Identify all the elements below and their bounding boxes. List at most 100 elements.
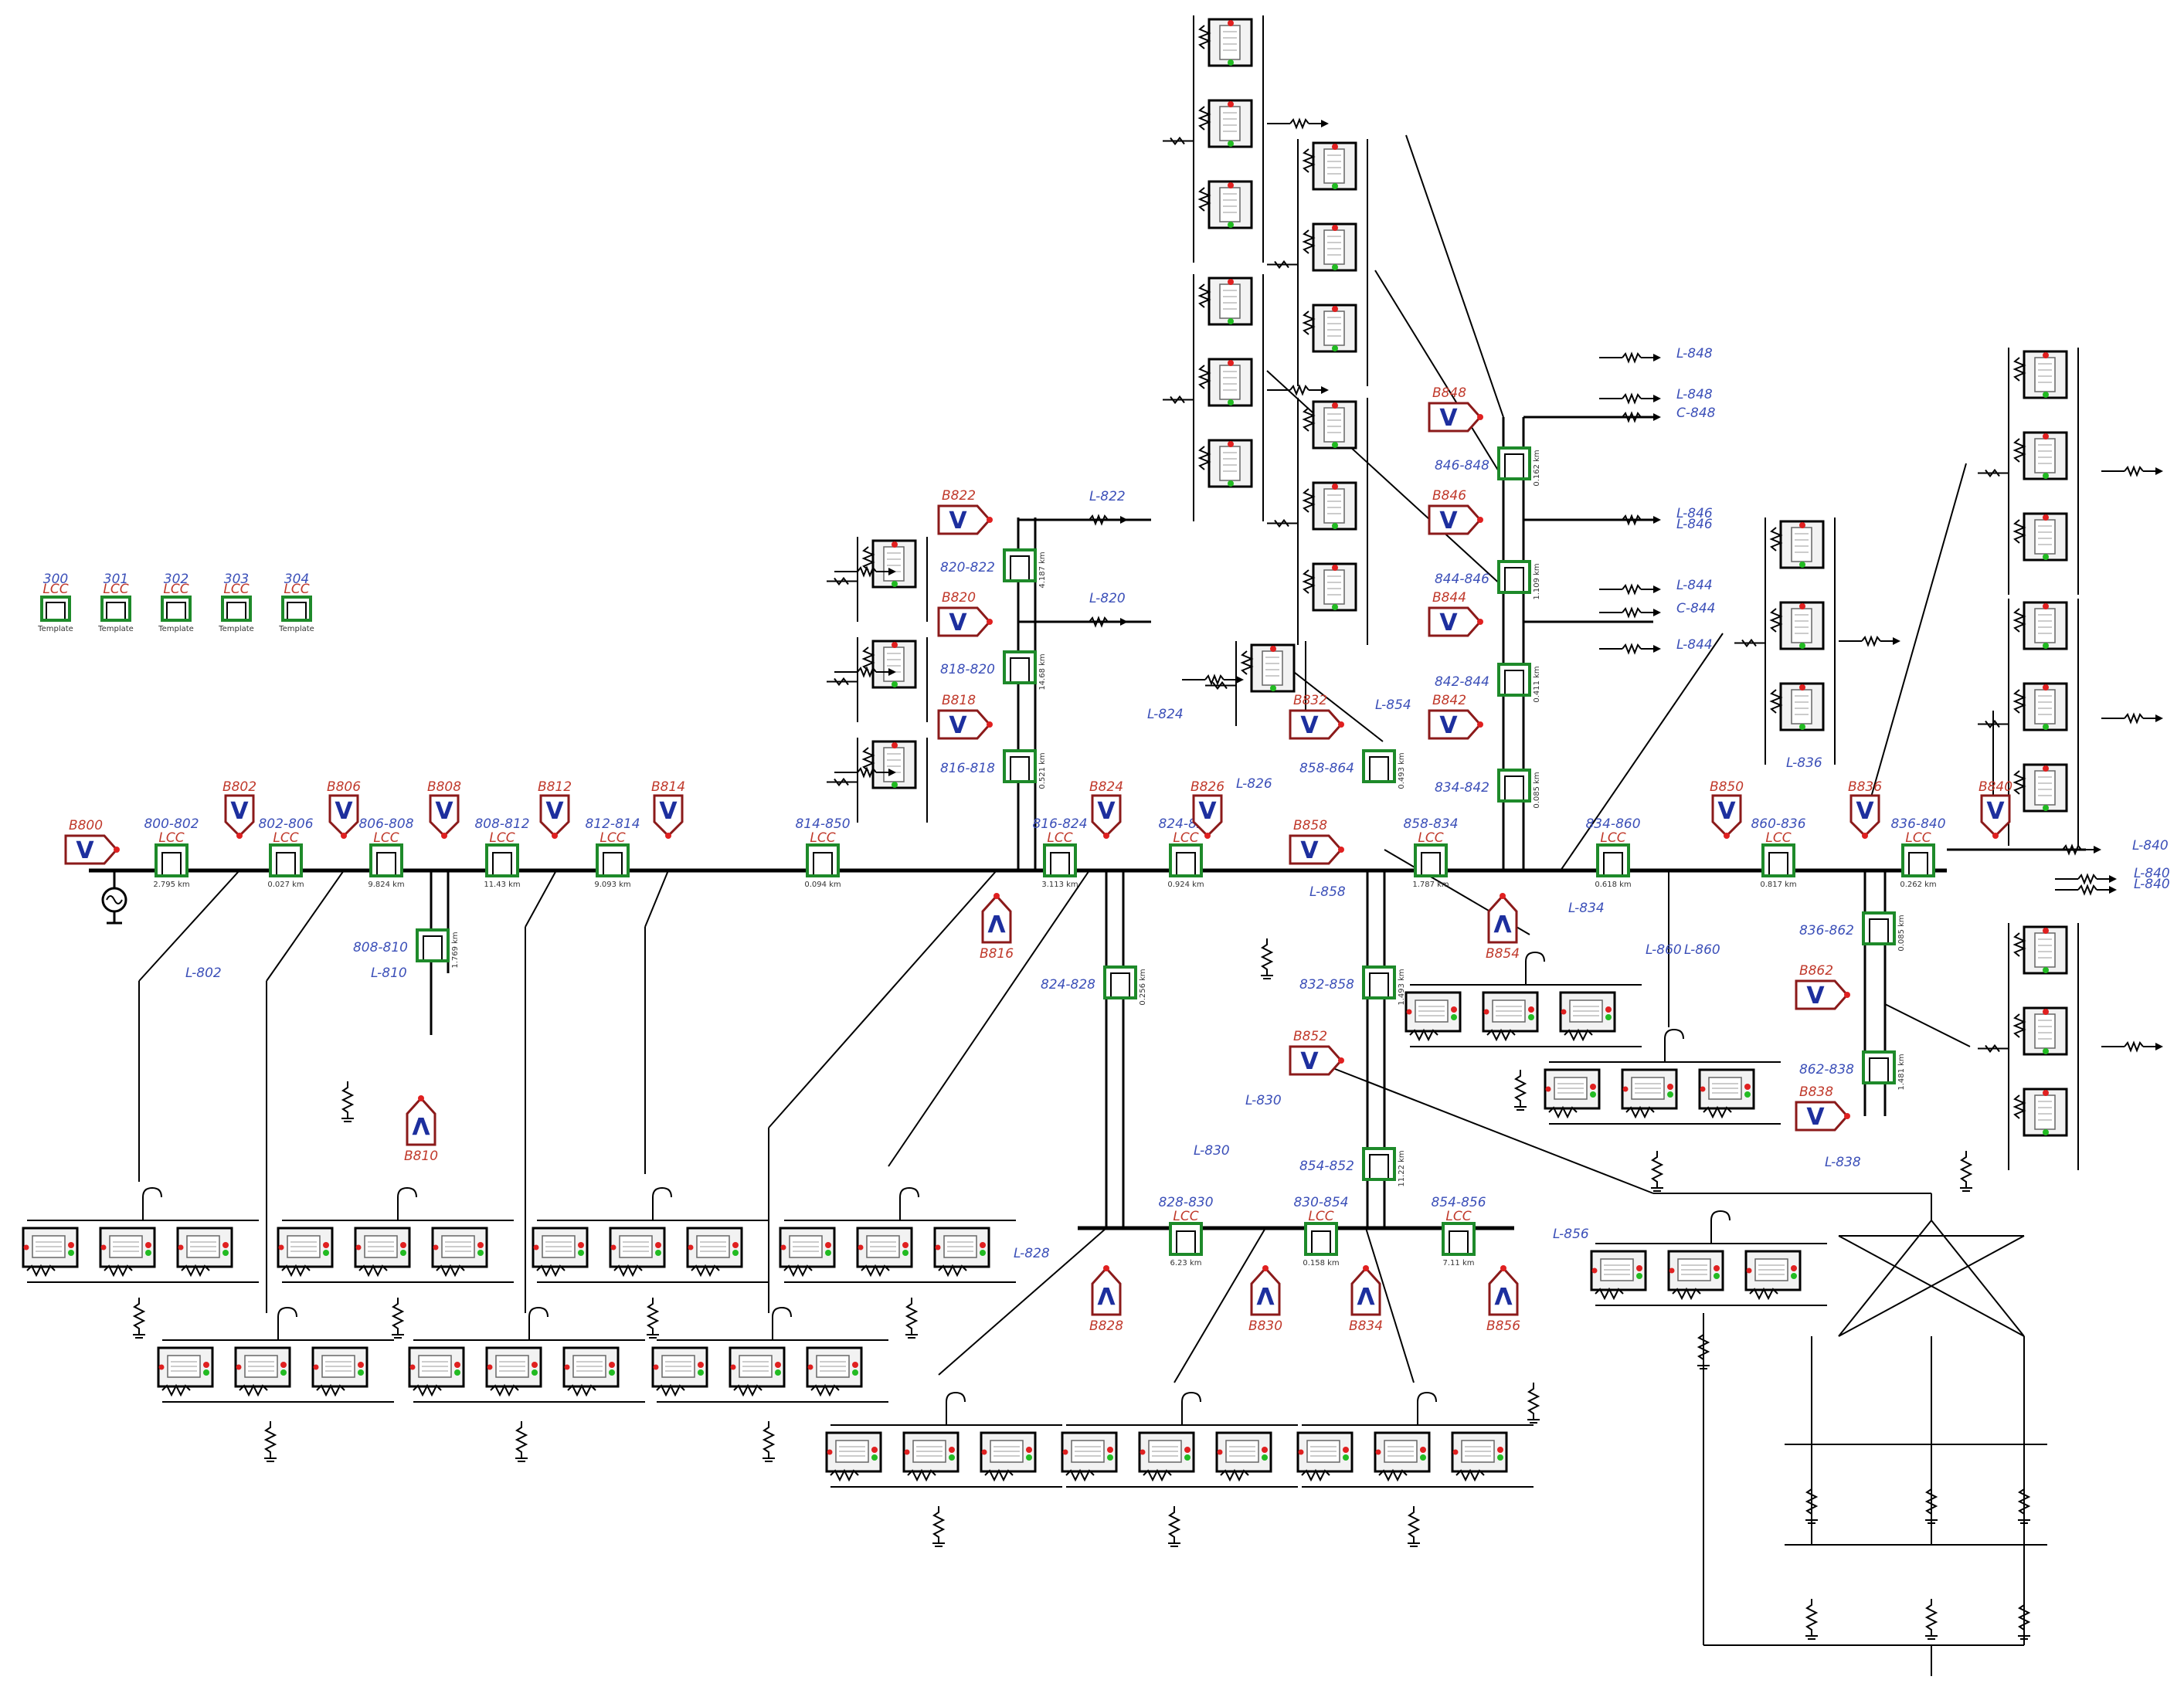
line-id: 816-818: [940, 761, 995, 776]
load-arrow: [2054, 885, 2118, 894]
probe-shape: [1250, 1266, 1281, 1316]
load-label: L-830: [1245, 1093, 1282, 1108]
load-arrow: [2101, 1042, 2164, 1051]
line-id: 846-848: [1435, 458, 1489, 473]
load-column: [827, 537, 928, 622]
line-length: 0.817 km: [1760, 881, 1796, 889]
load-label: L-840: [2134, 877, 2170, 892]
probe-label: B814: [651, 779, 685, 795]
load-arrow: [1065, 515, 1129, 524]
probe-v-glyph: V: [1439, 507, 1458, 534]
load-label: L-824: [1147, 707, 1184, 722]
line-symbol: [1362, 749, 1396, 783]
line-length: 1.481 km: [1897, 1054, 1906, 1090]
probe-shape: [1289, 834, 1343, 865]
voltage-source[interactable]: [101, 870, 127, 925]
line-symbol: [1043, 843, 1077, 877]
probe-v-glyph: V: [949, 507, 967, 534]
line-length: 1.493 km: [1398, 969, 1406, 1005]
ground-resistor: [1407, 1505, 1421, 1547]
probe-label: B820: [942, 590, 976, 606]
probe-shape: [224, 794, 255, 838]
load-column: [827, 738, 928, 823]
load-label: L-828: [1014, 1246, 1050, 1261]
line-id: 834-842: [1435, 780, 1489, 796]
probe-shape: [539, 794, 570, 838]
voltage-probe[interactable]: V B846: [1428, 488, 1483, 535]
probe-v-glyph: V: [1357, 1281, 1375, 1308]
load-column: [1978, 923, 2079, 1170]
load-label: L-846: [1676, 506, 1713, 521]
probe-label: B846: [1432, 488, 1466, 504]
ground-resistor: [1924, 1482, 1938, 1524]
line-length: 0.262 km: [1900, 881, 1936, 889]
probe-label: B856: [1486, 1318, 1520, 1334]
load-column: [1163, 15, 1264, 263]
line-symbol: [416, 928, 450, 962]
probe-shape: [937, 504, 992, 535]
